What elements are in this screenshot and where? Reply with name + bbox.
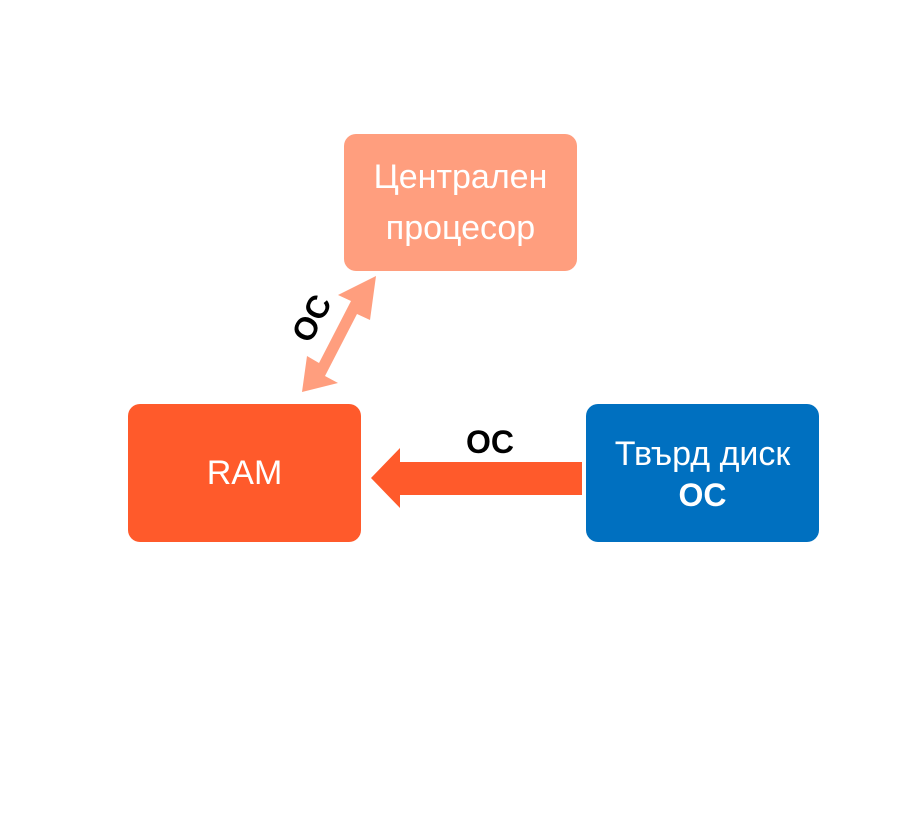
- ram-node: RAM: [128, 404, 361, 542]
- disk-ram-edge-label: ОС: [466, 424, 514, 460]
- cpu-ram-double-arrow: [302, 276, 376, 392]
- disk-to-ram-arrow: [371, 448, 582, 508]
- disk-label: Твърд диск: [614, 435, 791, 474]
- ram-label: RAM: [206, 453, 283, 492]
- hard-disk-node: Твърд диск ОС: [586, 404, 819, 542]
- cpu-node: Централен процесор: [344, 134, 577, 271]
- cpu-label-line-2: процесор: [385, 208, 536, 247]
- cpu-label-line-1: Централен: [373, 157, 548, 196]
- disk-os-label: ОС: [678, 477, 727, 514]
